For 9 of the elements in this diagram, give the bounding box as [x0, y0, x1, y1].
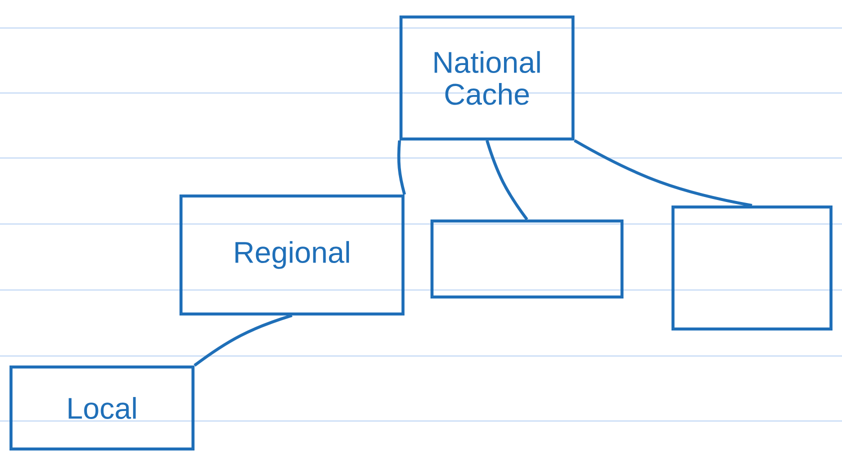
empty-box — [430, 220, 624, 298]
empty-box — [672, 206, 832, 330]
cache-box: Local — [10, 366, 194, 450]
connector-line — [574, 139, 752, 207]
connector-line — [486, 140, 528, 220]
cache-box: National Cache — [400, 16, 574, 140]
cache-box: Regional — [180, 194, 404, 316]
connector-line — [397, 140, 406, 195]
connector-line — [194, 314, 292, 367]
